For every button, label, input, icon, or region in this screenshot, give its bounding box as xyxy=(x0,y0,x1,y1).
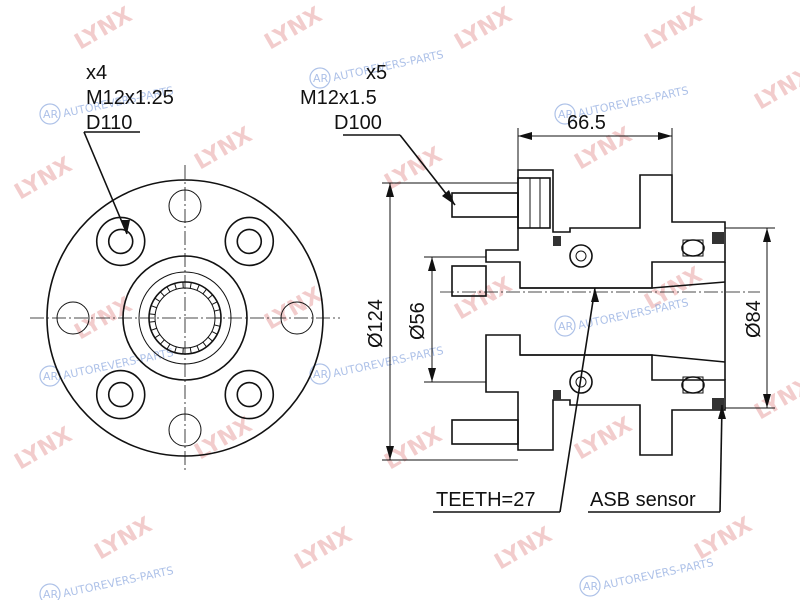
site-badge: AR xyxy=(313,72,329,85)
spline-tooth xyxy=(211,301,218,305)
bolt-hole xyxy=(107,381,134,408)
rear-stud-count: x5 xyxy=(366,62,387,84)
spline-tooth xyxy=(196,284,200,291)
brand-watermark: LYNX xyxy=(91,513,157,566)
length-dimension-label: 66.5 xyxy=(567,112,606,134)
flange-diameter-dimension xyxy=(382,182,518,461)
rear-pcd: D100 xyxy=(334,112,382,134)
site-badge: AR xyxy=(583,580,599,593)
sensor-callout-leader xyxy=(588,404,726,513)
brand-watermark: LYNX xyxy=(641,3,707,56)
svg-text:AUTOREVERS-PARTS: AUTOREVERS-PARTS xyxy=(602,556,715,592)
body-diameter-label: Ø84 xyxy=(743,300,765,338)
spline-tooth xyxy=(149,313,156,316)
flange-boss xyxy=(280,301,314,335)
stud-lower xyxy=(451,419,519,445)
spline-tooth xyxy=(214,324,221,327)
brand-watermark: LYNX xyxy=(191,413,257,466)
spline-tooth xyxy=(207,294,213,300)
site-badge: AR xyxy=(558,108,574,121)
front-stud-count: x4 xyxy=(86,62,107,84)
svg-text:AUTOREVERS-PARTS: AUTOREVERS-PARTS xyxy=(332,344,445,380)
pilot-diameter-dimension xyxy=(424,256,486,383)
brand-watermark: LYNX xyxy=(451,3,517,56)
brand-watermark: LYNX xyxy=(261,283,327,336)
spline-tooth xyxy=(174,346,177,353)
hub-upper-section xyxy=(485,169,726,289)
brand-watermark: LYNX xyxy=(261,3,327,56)
flange-lobe xyxy=(95,369,146,420)
spline-tooth xyxy=(151,327,157,331)
spline-tooth xyxy=(174,283,177,290)
spline-tooth xyxy=(149,320,156,323)
rear-callout-leader xyxy=(343,134,456,206)
brand-watermark: LYNX xyxy=(451,273,517,326)
site-badge: AR xyxy=(43,370,59,383)
flange-lobe xyxy=(95,216,146,267)
spline-tooth xyxy=(202,288,207,295)
spline-tooth xyxy=(166,343,171,350)
bolt-hole xyxy=(236,228,263,255)
brand-watermark: LYNX xyxy=(751,373,800,426)
rear-stud-thread: M12x1.5 xyxy=(300,87,377,109)
flange-boss xyxy=(56,301,90,335)
svg-text:AUTOREVERS-PARTS: AUTOREVERS-PARTS xyxy=(62,564,175,600)
spline-tooth xyxy=(211,331,218,335)
site-badge: AR xyxy=(313,368,329,381)
spline-tooth xyxy=(202,341,207,348)
bolt-holes xyxy=(107,228,263,408)
bolt-hole xyxy=(107,228,134,255)
body-diameter-dimension xyxy=(725,227,775,409)
flange-lobe xyxy=(224,216,275,267)
spline-tooth xyxy=(214,309,221,312)
spline-tooth xyxy=(151,305,157,309)
spline-tooth xyxy=(159,291,165,297)
flange-boss xyxy=(168,413,202,447)
spline-tooth xyxy=(154,334,161,339)
brand-watermark: LYNX xyxy=(571,413,637,466)
bolt-hole xyxy=(236,381,263,408)
section-view xyxy=(440,169,760,456)
teeth-callout-leader xyxy=(433,287,599,513)
teeth-label: TEETH=27 xyxy=(436,489,535,511)
brand-watermark: LYNX xyxy=(11,423,77,476)
flange-diameter-label: Ø124 xyxy=(365,299,387,348)
spline-tooth xyxy=(159,339,165,345)
brand-watermark: LYNX xyxy=(291,523,357,576)
length-dimension xyxy=(517,128,673,175)
brand-watermark: LYNX xyxy=(691,513,757,566)
front-callout-leader xyxy=(83,131,128,235)
svg-text:AUTOREVERS-PARTS: AUTOREVERS-PARTS xyxy=(62,346,175,382)
stud-upper xyxy=(451,192,519,218)
spline-teeth xyxy=(149,282,221,354)
flange-lobe xyxy=(224,369,275,420)
brand-watermark: LYNX xyxy=(191,123,257,176)
spline-tooth xyxy=(154,297,161,302)
site-badge: AR xyxy=(43,108,59,121)
brand-watermark: LYNX xyxy=(11,153,77,206)
brand-watermark: LYNX xyxy=(491,523,557,576)
sensor-label: ASB sensor xyxy=(590,489,696,511)
brand-watermark: LYNX xyxy=(71,3,137,56)
spline-tooth xyxy=(189,347,192,354)
front-view xyxy=(30,131,340,470)
flange-boss xyxy=(168,189,202,223)
svg-text:AUTOREVERS-PARTS: AUTOREVERS-PARTS xyxy=(332,48,445,84)
site-badge: AR xyxy=(43,588,59,600)
site-badge: AR xyxy=(558,320,574,333)
spline-tooth xyxy=(166,286,171,293)
front-pcd: D110 xyxy=(86,112,132,134)
brand-watermark: LYNX xyxy=(751,63,800,116)
front-stud-thread: M12x1.25 xyxy=(86,87,174,109)
spline-tooth xyxy=(207,336,213,342)
pilot-diameter-label: Ø56 xyxy=(407,302,429,340)
spline-tooth xyxy=(196,345,200,352)
spline-tooth xyxy=(189,282,192,289)
